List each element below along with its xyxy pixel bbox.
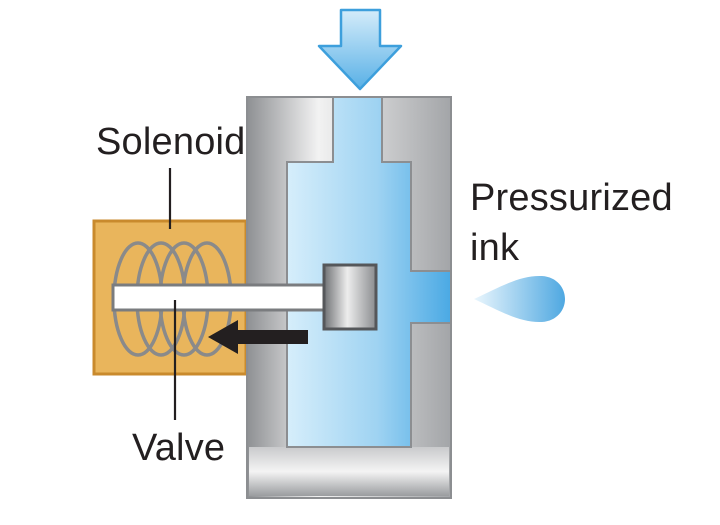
valve-label: Valve xyxy=(132,427,226,469)
valve-plunger xyxy=(322,263,378,331)
solenoid-label: Solenoid xyxy=(96,121,246,163)
left-arrow-icon xyxy=(208,320,308,354)
valve-rod xyxy=(111,283,329,312)
pressurized-ink-label-line2: ink xyxy=(470,227,520,269)
leader-lines xyxy=(168,168,177,420)
pressurized-ink-label-line1: Pressurized xyxy=(470,177,673,219)
ink-droplet-icon xyxy=(474,275,565,323)
down-arrow-icon xyxy=(317,8,403,91)
